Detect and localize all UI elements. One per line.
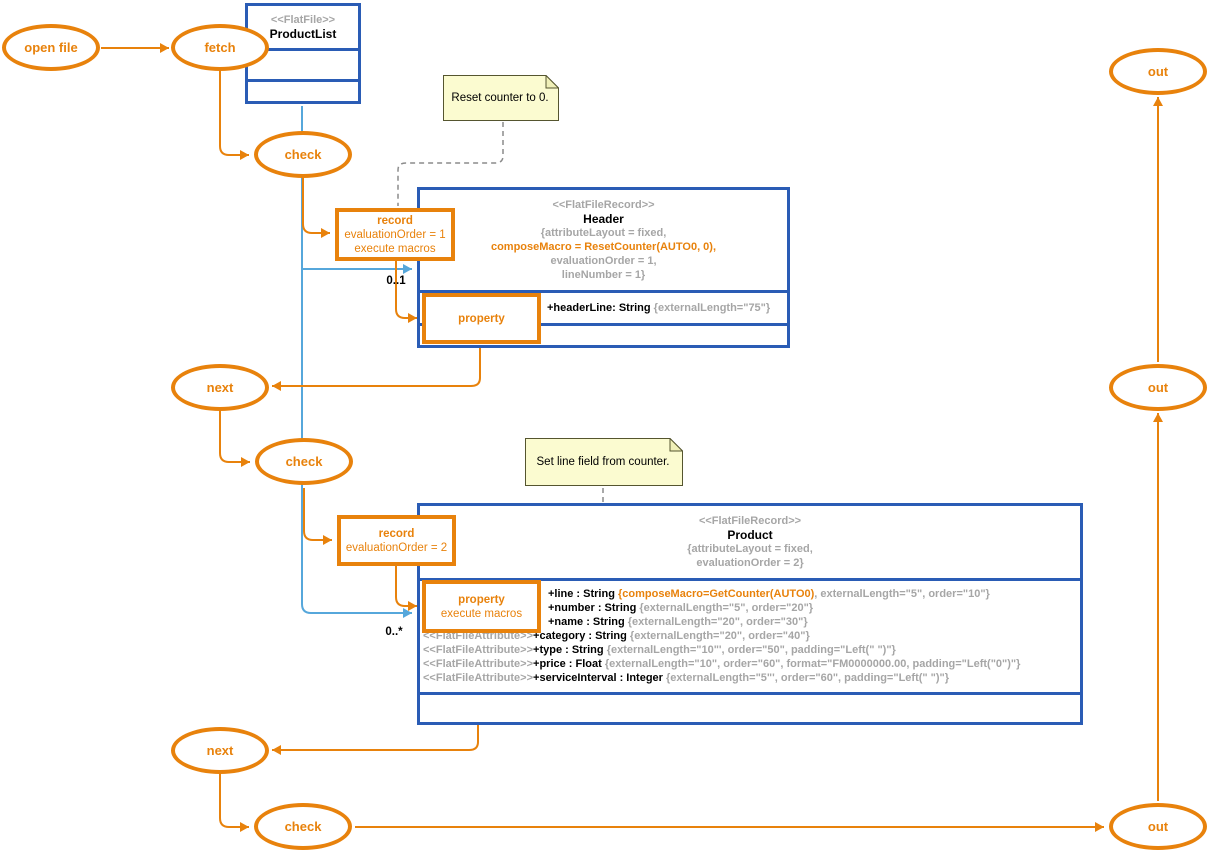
state-check-2[interactable]: check <box>255 438 353 485</box>
attribute-row: +number : String {externalLength="5", or… <box>548 602 814 614</box>
action-label: property <box>458 312 505 325</box>
note-fold-corner <box>669 438 683 452</box>
edge-next2-check3 <box>219 773 249 832</box>
edge-next1-check2 <box>219 410 250 467</box>
edge-property1-next1 <box>272 342 481 391</box>
state-check-3[interactable]: check <box>254 803 352 850</box>
header-attributes-compartment: +headerLine: String {externalLength="75"… <box>420 290 787 323</box>
state-label: out <box>1147 64 1169 79</box>
state-label: out <box>1147 819 1169 834</box>
productlist-operations-compartment <box>248 79 358 101</box>
product-operations-compartment <box>420 692 1080 722</box>
action-detail: evaluationOrder = 2 <box>345 541 448 554</box>
attribute-row: +name : String {externalLength="20", ord… <box>548 616 808 628</box>
note-shape <box>525 438 683 486</box>
productlist-name: ProductList <box>269 27 337 41</box>
attribute-row: <<FlatFileAttribute>>+category : String … <box>423 630 810 642</box>
multiplicity-product: 0..* <box>385 626 403 638</box>
state-label: out <box>1147 380 1169 395</box>
action-detail: evaluationOrder = 1 <box>344 228 446 241</box>
attribute-row: +headerLine: String {externalLength="75"… <box>547 302 771 314</box>
attribute-row: <<FlatFileAttribute>>+serviceInterval : … <box>423 672 950 684</box>
attribute-row: +line : String {composeMacro=GetCounter(… <box>548 588 990 600</box>
state-fetch[interactable]: fetch <box>171 24 269 71</box>
state-label: next <box>206 380 234 395</box>
edge-fetch-check1 <box>219 70 249 160</box>
state-check-1[interactable]: check <box>254 131 352 178</box>
note-text: Reset counter to 0. <box>451 92 549 104</box>
anchor-note-reset-counter <box>397 122 504 206</box>
productlist-stereotype: <<FlatFile>> <box>270 14 336 26</box>
note-set-line-field[interactable]: Set line field from counter. <box>525 438 683 486</box>
state-out-2[interactable]: out <box>1109 364 1207 411</box>
note-reset-counter[interactable]: Reset counter to 0. <box>443 75 559 121</box>
product-tag: {attributeLayout = fixed, <box>687 543 813 555</box>
attribute-row: <<FlatFileAttribute>>+type : String {ext… <box>423 644 896 656</box>
action-property-1[interactable]: property <box>422 293 541 344</box>
header-tag: {attributeLayout = fixed, <box>540 227 667 239</box>
note-fold-corner <box>545 75 559 89</box>
state-out-1[interactable]: out <box>1109 48 1207 95</box>
state-label: check <box>284 147 322 162</box>
state-label: check <box>285 454 323 469</box>
product-attributes-compartment: +line : String {composeMacro=GetCounter(… <box>420 578 1080 692</box>
edge-property2-next2 <box>272 631 479 755</box>
action-detail: execute macros <box>354 242 436 255</box>
header-name: Header <box>583 212 624 226</box>
state-label: next <box>206 743 234 758</box>
note-text: Set line field from counter. <box>536 456 670 468</box>
class-productlist[interactable]: <<FlatFile>> ProductList <box>245 3 361 104</box>
edge-check2-record2 <box>303 488 332 545</box>
attribute-row: <<FlatFileAttribute>>+price : Float {ext… <box>423 658 1021 670</box>
state-next-2[interactable]: next <box>171 727 269 774</box>
edge-record1-property1 <box>395 261 417 323</box>
action-record-1[interactable]: record evaluationOrder = 1 execute macro… <box>335 208 455 261</box>
product-tag: evaluationOrder = 2} <box>696 557 804 569</box>
state-label: check <box>284 819 322 834</box>
edge-record2-property2 <box>395 565 417 611</box>
action-property-2[interactable]: property execute macros <box>422 580 541 633</box>
state-label: fetch <box>204 40 236 55</box>
action-detail: execute macros <box>440 607 523 620</box>
edge-check1-record1 <box>302 178 330 238</box>
state-out-3[interactable]: out <box>1109 803 1207 850</box>
state-open-file[interactable]: open file <box>2 24 100 71</box>
action-label: property <box>458 593 505 606</box>
product-name: Product <box>727 528 773 542</box>
action-label: record <box>378 527 415 540</box>
state-label: open file <box>24 40 78 55</box>
product-stereotype: <<FlatFileRecord>> <box>698 515 802 527</box>
edge-productlist-product <box>301 106 412 618</box>
header-operations-compartment <box>420 323 787 345</box>
header-stereotype: <<FlatFileRecord>> <box>552 199 655 211</box>
note-shape <box>443 75 559 121</box>
header-tag: evaluationOrder = 1, <box>550 255 657 267</box>
header-tag: lineNumber = 1} <box>561 269 646 281</box>
action-record-2[interactable]: record evaluationOrder = 2 <box>337 515 456 566</box>
header-tag-compose-macro: composeMacro = ResetCounter(AUTO0, 0), <box>490 241 717 253</box>
action-label: record <box>377 214 413 227</box>
productlist-attributes-compartment <box>248 48 358 79</box>
multiplicity-header: 0..1 <box>386 275 406 287</box>
state-next-1[interactable]: next <box>171 364 269 411</box>
